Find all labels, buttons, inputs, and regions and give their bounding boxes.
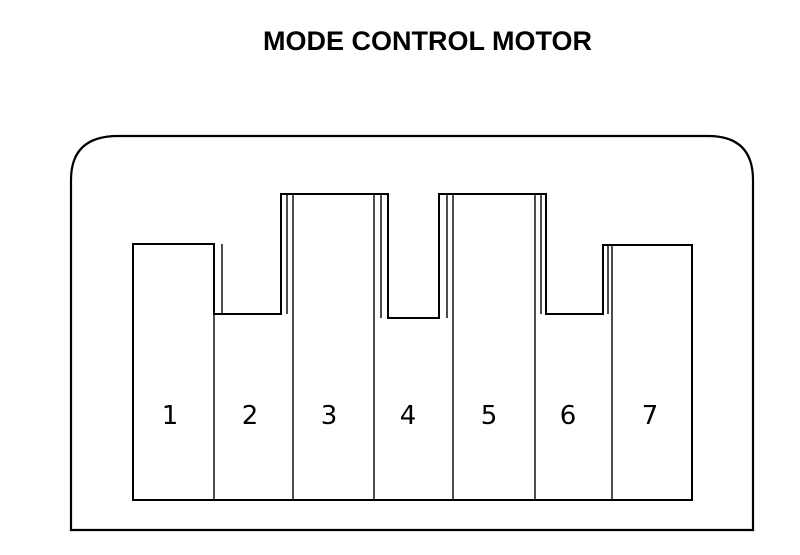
pin-label-3: 3 (321, 401, 338, 431)
pin-label-6: 6 (560, 401, 577, 431)
diagram-title: MODE CONTROL MOTOR (263, 26, 592, 56)
connector-housing (69, 134, 755, 532)
pin-label-5: 5 (481, 401, 498, 431)
pin-labels: 1 2 3 4 5 6 7 (162, 401, 659, 431)
terminal-cavities-outline (132, 193, 693, 501)
pin-dividers (213, 194, 613, 500)
pin-label-4: 4 (400, 401, 417, 431)
pin-label-2: 2 (242, 401, 259, 431)
pin-label-1: 1 (162, 401, 179, 431)
pin-label-7: 7 (642, 401, 659, 431)
